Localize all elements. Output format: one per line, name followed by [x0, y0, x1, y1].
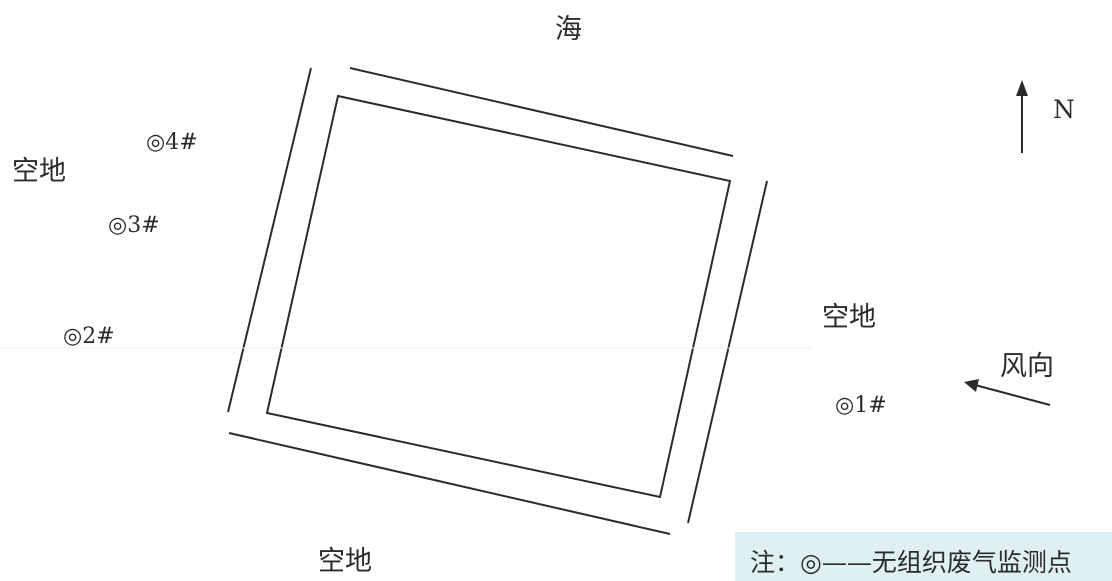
monitoring-point-id: 4#	[165, 130, 198, 155]
monitoring-point-2: ◎2#	[63, 326, 115, 348]
monitoring-point-id: 1#	[854, 393, 887, 418]
monitoring-point-icon: ◎	[835, 393, 855, 418]
legend-text: 注：◎——无组织废气监测点	[750, 548, 1072, 577]
monitoring-point-icon: ◎	[108, 213, 128, 238]
open-land-west-label: 空地	[12, 156, 66, 187]
north-label: N	[1053, 95, 1075, 124]
wind-direction-label: 风向	[1000, 351, 1054, 382]
monitoring-point-icon: ◎	[63, 324, 83, 349]
open-land-east-label: 空地	[822, 302, 876, 333]
boundary-north-line	[349, 67, 734, 157]
monitoring-point-4: ◎4#	[146, 132, 198, 154]
open-land-south-label: 空地	[318, 546, 372, 577]
sea-label: 海	[555, 14, 582, 45]
legend-box	[735, 532, 1112, 581]
monitoring-point-3: ◎3#	[108, 215, 160, 237]
north-arrow-icon	[1016, 80, 1028, 153]
boundary-east-line	[687, 180, 768, 524]
site-building	[265, 94, 732, 499]
wind-arrow-icon	[964, 379, 1051, 406]
monitoring-point-1: ◎1#	[835, 395, 887, 417]
monitoring-point-icon: ◎	[146, 130, 166, 155]
boundary-south-line	[228, 432, 671, 535]
monitoring-point-id: 3#	[127, 213, 160, 238]
boundary-west-line	[227, 67, 312, 413]
monitoring-point-id: 2#	[82, 324, 115, 349]
